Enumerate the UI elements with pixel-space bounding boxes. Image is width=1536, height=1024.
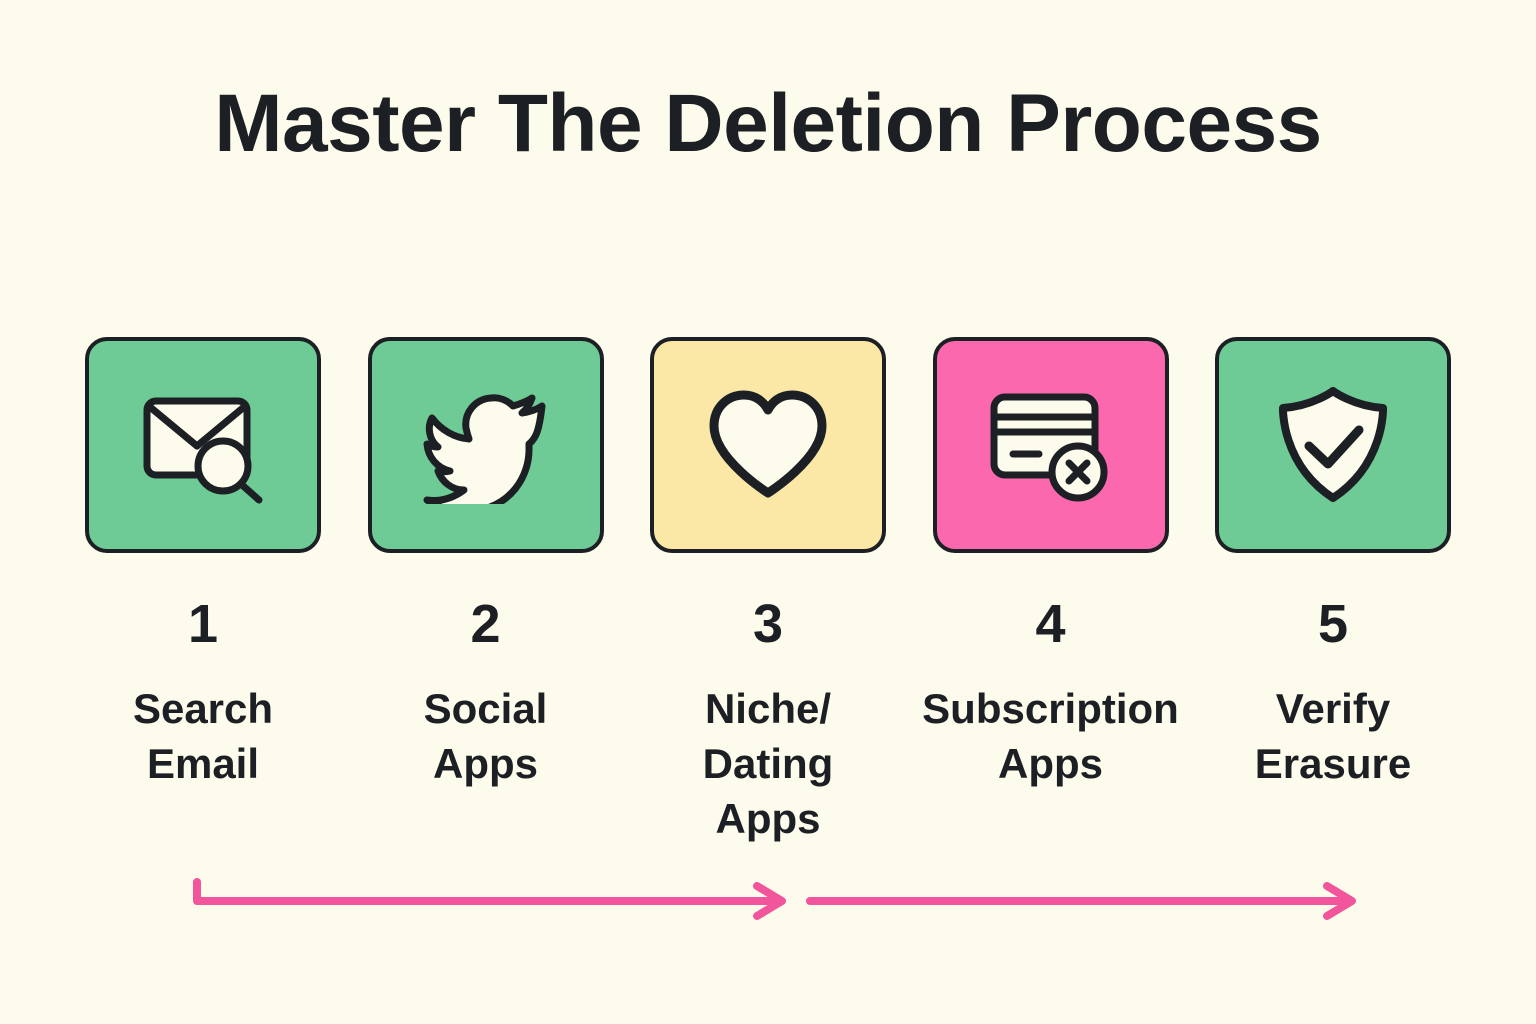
process-step-2: 2 Social Apps <box>367 337 604 791</box>
step-1-number: 1 <box>187 594 219 654</box>
step-4-icon-tile[interactable] <box>932 337 1169 553</box>
process-step-4: 4 Subscription Apps <box>922 337 1179 791</box>
page-title: Master The Deletion Process <box>214 78 1322 169</box>
heart-icon <box>706 387 830 503</box>
step-1-icon-tile[interactable] <box>85 337 321 553</box>
step-1-label: Search Email <box>132 685 274 787</box>
envelope-search-icon <box>137 383 269 507</box>
process-steps-row: 1 Search Email 2 Social Apps <box>85 337 1451 842</box>
flow-arrows <box>0 860 1536 950</box>
step-5-icon-tile[interactable] <box>1215 337 1451 553</box>
step-3-number: 3 <box>752 594 784 654</box>
process-step-1: 1 Search Email <box>85 337 321 791</box>
step-2-label: Social Apps <box>423 685 548 787</box>
step-5-number: 5 <box>1317 594 1349 654</box>
shield-check-icon <box>1273 384 1393 506</box>
step-2-icon-tile[interactable] <box>367 337 604 553</box>
arrow-steps-3-to-5 <box>806 882 1356 920</box>
step-4-label: Subscription Apps <box>922 685 1179 787</box>
process-step-5: 5 Verify Erasure <box>1215 337 1451 791</box>
step-3-icon-tile[interactable] <box>650 337 886 553</box>
twitter-bird-icon <box>423 386 549 504</box>
arrow-steps-1-to-3 <box>193 878 786 920</box>
step-4-number: 4 <box>1035 594 1066 654</box>
step-5-label: Verify Erasure <box>1254 685 1412 787</box>
step-2-number: 2 <box>470 594 501 654</box>
step-3-label: Niche/ Dating Apps <box>702 685 834 842</box>
credit-card-cancel-icon <box>986 384 1116 506</box>
process-step-3: 3 Niche/ Dating Apps <box>650 337 886 846</box>
